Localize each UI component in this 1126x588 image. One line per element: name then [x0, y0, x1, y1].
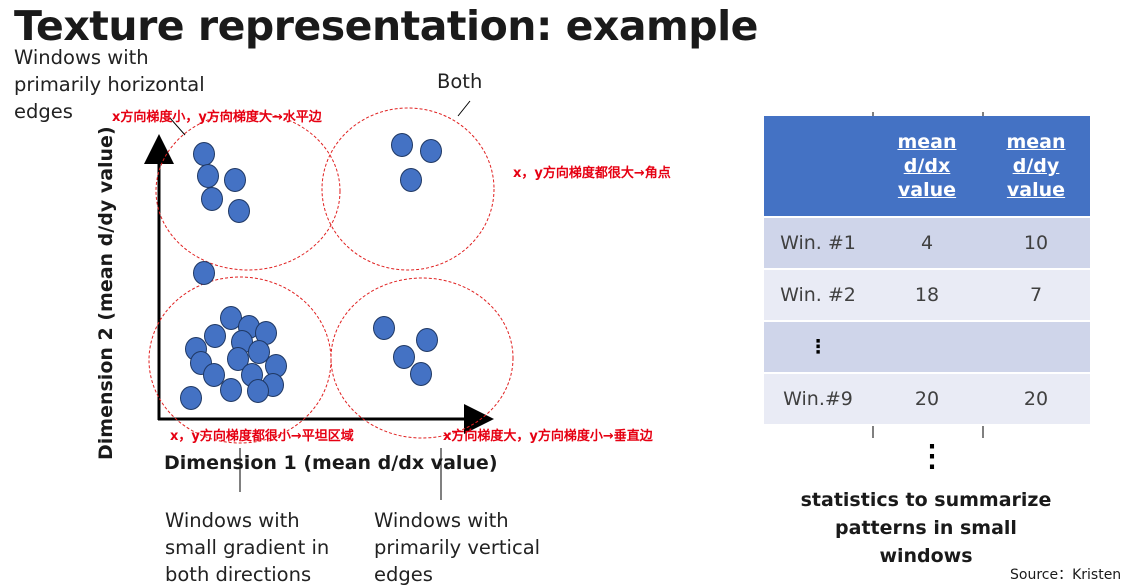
callout-small-gradient-line3: both directions — [165, 563, 312, 586]
row-dy: 7 — [982, 269, 1090, 322]
point — [204, 324, 226, 348]
callout-small-gradient-line2: small gradient in — [165, 536, 330, 559]
point — [193, 142, 215, 166]
x-axis-label: Dimension 1 (mean d/dx value) — [164, 452, 498, 474]
table-header-blank — [764, 116, 872, 218]
row-ellipsis: ⋮ — [764, 321, 872, 374]
annotation-corner: x，y方向梯度都很大→角点 — [513, 166, 671, 181]
point — [247, 379, 269, 403]
annotation-horizontal-edge: x方向梯度小，y方向梯度大→水平边 — [112, 110, 322, 125]
callout-vertical-line3: edges — [374, 563, 433, 586]
table-row: Win. #2 18 7 — [764, 269, 1090, 322]
table-header-line: mean — [897, 131, 957, 153]
table-row: ⋮ — [764, 321, 1090, 374]
slide-title: Texture representation: example — [14, 2, 758, 50]
point — [228, 199, 250, 223]
point — [248, 340, 270, 364]
row-label: Win. #1 — [764, 217, 872, 270]
callout-horizontal-line1: Windows with — [14, 46, 149, 69]
row-label: Win.#9 — [764, 373, 872, 426]
row-dx: 4 — [872, 217, 982, 270]
row-dy: 20 — [982, 373, 1090, 426]
point — [220, 378, 242, 402]
caption-line2: patterns in small — [835, 517, 1017, 539]
point — [180, 386, 202, 410]
table-header-line: value — [897, 179, 957, 201]
table-continuation-dots: ⋮ — [917, 440, 947, 473]
callout-horizontal-line3: edges — [14, 100, 73, 123]
annotation-vertical-edge: x方向梯度大，y方向梯度小→垂直边 — [443, 429, 653, 444]
table-header-line: d/dx — [903, 155, 951, 177]
point — [227, 347, 249, 371]
cluster-ellipse-top-left — [155, 111, 341, 271]
point — [400, 168, 422, 192]
point — [197, 164, 219, 188]
table-header-line: mean — [1006, 131, 1066, 153]
table-header-line: value — [1006, 179, 1066, 201]
callout-horizontal-edges: Windows with primarily horizontal edges — [14, 44, 205, 125]
cluster-ellipse-top-right — [321, 107, 495, 271]
point — [391, 133, 413, 157]
callout-small-gradient: Windows with small gradient in both dire… — [165, 507, 329, 588]
row-dx: 18 — [872, 269, 982, 322]
table-header-line: d/dy — [1012, 155, 1060, 177]
point — [416, 328, 438, 352]
table-row: Win. #1 4 10 — [764, 217, 1090, 270]
annotation-flat-region: x，y方向梯度都很小→平坦区域 — [170, 429, 354, 444]
point — [420, 139, 442, 163]
row-dx: 20 — [872, 373, 982, 426]
point — [410, 362, 432, 386]
point — [224, 168, 246, 192]
point — [393, 345, 415, 369]
callout-vertical-line1: Windows with — [374, 509, 509, 532]
row-dy: 10 — [982, 217, 1090, 270]
point — [373, 316, 395, 340]
callout-vertical-edges: Windows with primarily vertical edges — [374, 507, 540, 588]
point — [203, 363, 225, 387]
cluster-ellipse-bottom-right — [330, 277, 514, 439]
pointer-horizontal — [169, 117, 186, 136]
row-dx — [872, 321, 982, 374]
row-label: Win. #2 — [764, 269, 872, 322]
y-axis-label: Dimension 2 (mean d/dy value) — [95, 126, 117, 460]
table-caption: statistics to summarize patterns in smal… — [786, 486, 1066, 570]
point — [193, 261, 215, 285]
callout-small-gradient-line1: Windows with — [165, 509, 300, 532]
row-dy — [982, 321, 1090, 374]
callout-vertical-line2: primarily vertical — [374, 536, 541, 559]
callout-both: Both — [437, 70, 483, 93]
pointer-both — [457, 100, 471, 117]
source-credit: Source：Kristen — [1010, 567, 1122, 583]
caption-line1: statistics to summarize — [800, 489, 1052, 511]
table-row: Win.#9 20 20 — [764, 373, 1090, 426]
caption-line3: windows — [879, 545, 973, 567]
point — [201, 187, 223, 211]
callout-horizontal-line2: primarily horizontal — [14, 73, 205, 96]
